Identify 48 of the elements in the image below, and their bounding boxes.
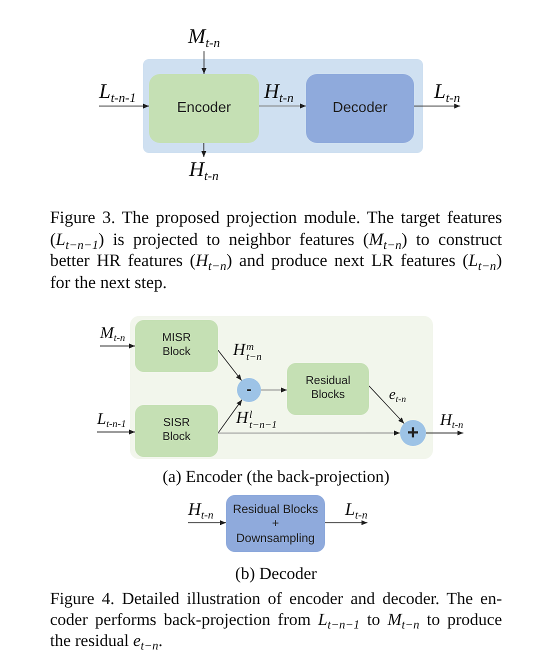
- operator-sign: -: [246, 381, 252, 399]
- variable-label: L$_{t-n-1}$: [97, 410, 126, 432]
- variable-label: L$_{t-n}$: [345, 499, 368, 523]
- arrow: [100, 344, 136, 348]
- operator-circle: [400, 420, 426, 446]
- edge-label: e$_{t-n}$: [389, 387, 406, 404]
- process-box: [287, 363, 369, 415]
- box-label: MISR Block: [162, 332, 191, 360]
- variable-label: H$_{t-n}$: [440, 411, 464, 433]
- arrow: [202, 50, 206, 74]
- module-container: [143, 59, 423, 153]
- variable-label: H$_{t-n}$: [189, 157, 219, 184]
- box-label: Residual Blocks + Downsampling: [232, 502, 319, 546]
- variable-label: L$_{t-n}$: [434, 79, 460, 106]
- variable-label: L$_{t-n-1}$: [99, 79, 136, 106]
- process-box: [149, 74, 259, 143]
- process-box: [135, 405, 218, 457]
- variable-label: H$_{t-n}$: [188, 499, 214, 523]
- arrow: [368, 385, 405, 424]
- arrow: [201, 142, 206, 158]
- variable-label: M$_{t-n}$: [188, 24, 220, 52]
- panel-background: [130, 316, 433, 459]
- subfigure-caption: (a) Encoder (the back-projection): [162, 467, 390, 487]
- figure-caption: Figure 3. The proposed projection module. The target features (L$_{t−n−1}$) is projected to neighbor features (M$_{t−n}$) to construct better HR features (H$_{t−n}$) and produce next LR features (L$_{t−n}$) for the next step.: [50, 207, 502, 293]
- arrow: [324, 520, 368, 526]
- box-label: Encoder: [176, 100, 231, 118]
- box-label: SISR Block: [162, 417, 191, 445]
- variable-label: M$_{t-n}$: [100, 324, 126, 346]
- arrow: [188, 520, 226, 526]
- arrow: [96, 430, 136, 434]
- box-label: Residual Blocks: [306, 375, 350, 403]
- arrow: [260, 388, 288, 392]
- arrow: [98, 104, 150, 109]
- operator-sign: +: [407, 421, 419, 445]
- subfigure-caption: (b) Decoder: [235, 564, 317, 584]
- edge-label: H$_{t-n}$: [264, 79, 294, 104]
- arrow: [258, 104, 306, 108]
- process-box: [135, 320, 218, 372]
- process-box: [226, 495, 325, 552]
- process-box: [306, 74, 414, 143]
- operator-circle: [237, 378, 261, 402]
- figure-caption: Figure 4. Detailed illustration of encoder and decoder. The en- coder performs back-projection from L$_{t−n−1}$ to M$_{t−n}$ to produce the residual e$_{t−n}$.: [50, 589, 502, 652]
- box-label: Decoder: [332, 100, 388, 118]
- arrow: [218, 430, 400, 436]
- arrow: [218, 399, 242, 434]
- arrow: [426, 430, 464, 436]
- arrow: [218, 350, 242, 381]
- arrow: [414, 104, 461, 109]
